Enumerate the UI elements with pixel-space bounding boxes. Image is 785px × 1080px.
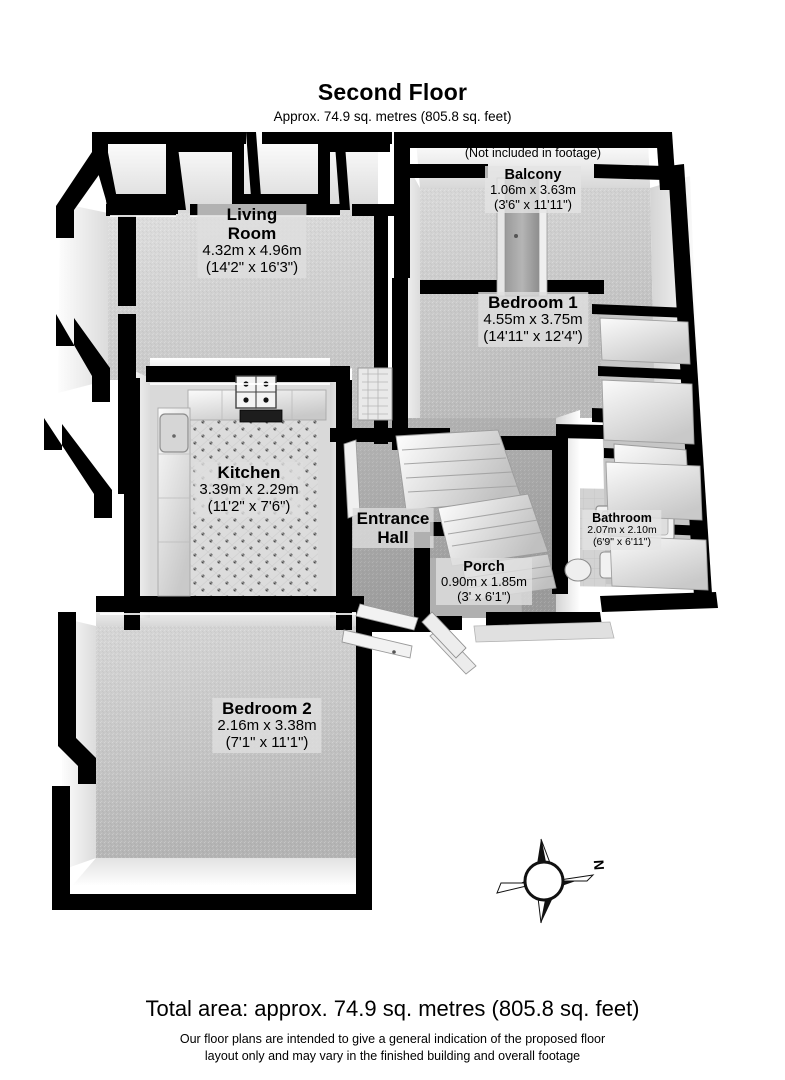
kitchen-north-wall bbox=[146, 366, 350, 382]
balcony-north-wall bbox=[406, 132, 672, 148]
bedroom2-west-wall bbox=[58, 612, 96, 784]
balcony-dims-imperial: (3'6" x 11'11") bbox=[493, 196, 573, 212]
disclaimer-line-2: layout only and may vary in the finished… bbox=[204, 1048, 581, 1063]
bathroom-wc-icon bbox=[564, 558, 592, 582]
living-west-wall-seg bbox=[56, 314, 110, 402]
porch-dims-imperial: (3' x 6'1") bbox=[457, 588, 511, 604]
living-room-name-line2: Room bbox=[227, 224, 277, 244]
room-label-bathroom: Bathroom 2.07m x 2.10m (6'9" x 6'11") bbox=[582, 510, 662, 550]
living-west-wall bbox=[56, 132, 108, 238]
room-label-living-room: Living Room 4.32m x 4.96m (14'2" x 16'3"… bbox=[197, 204, 307, 278]
room-label-bedroom-2: Bedroom 2 2.16m x 3.38m (7'1" x 11'1") bbox=[212, 698, 322, 753]
bathroom-dims-imperial: (6'9" x 6'11") bbox=[593, 535, 651, 548]
bathroom-dims-metric: 2.07m x 2.10m bbox=[587, 524, 657, 536]
kitchen-west-wall bbox=[124, 378, 140, 630]
room-label-balcony: Balcony 1.06m x 3.63m (3'6" x 11'11") bbox=[485, 166, 581, 214]
bedroom2-east-wall bbox=[356, 612, 372, 910]
porch-dims-metric: 0.90m x 1.85m bbox=[441, 574, 527, 590]
bedroom-2-dims-metric: 2.16m x 3.38m bbox=[217, 717, 317, 735]
kitchen-oven bbox=[239, 409, 283, 423]
living-north-wall-bars bbox=[96, 132, 392, 144]
bedroom-2-dims-imperial: (7'1" x 11'1") bbox=[225, 733, 309, 751]
kitchen-sink-icon bbox=[159, 413, 189, 453]
storage-divider-2 bbox=[598, 366, 694, 380]
bedroom-1-dims-imperial: (14'11" x 12'4") bbox=[483, 327, 583, 345]
living-north-wall bbox=[92, 132, 390, 214]
storage-divider-1 bbox=[592, 304, 690, 318]
bedroom2-south-wall bbox=[52, 894, 372, 910]
balcony-name: Balcony bbox=[504, 167, 562, 183]
bedroom2-west-wall-lower bbox=[52, 786, 70, 908]
kitchen-dims-metric: 3.39m x 2.29m bbox=[199, 481, 299, 499]
living-west-wall-top bbox=[118, 196, 136, 306]
entrance-hall-name-line1: Entrance bbox=[356, 509, 430, 528]
bedroom2-north-wall bbox=[96, 596, 364, 612]
kitchen-name: Kitchen bbox=[217, 463, 281, 482]
plan-header: Second Floor Approx. 74.9 sq. metres (80… bbox=[0, 79, 785, 125]
porch-door bbox=[421, 611, 467, 659]
entry-step bbox=[473, 621, 615, 643]
disclaimer-text: Our floor plans are intended to give a g… bbox=[0, 1031, 785, 1064]
right-storage-units bbox=[599, 317, 709, 591]
room-label-entrance-hall: Entrance Hall bbox=[352, 508, 434, 549]
floor-plan-drawing: Living Room 4.32m x 4.96m (14'2" x 16'3"… bbox=[0, 118, 785, 948]
bathroom-west-wall bbox=[552, 438, 568, 594]
compass-north-label: N bbox=[590, 859, 608, 871]
balcony-dims-metric: 1.06m x 3.63m bbox=[490, 182, 576, 198]
bedroom2-door bbox=[355, 603, 419, 631]
living-room-dims-imperial: (14'2" x 16'3") bbox=[205, 258, 299, 276]
room-label-bedroom-1: Bedroom 1 4.55m x 3.75m (14'11" x 12'4") bbox=[478, 292, 588, 347]
room-label-porch: Porch 0.90m x 1.85m (3' x 6'1") bbox=[436, 558, 532, 606]
balcony-footage-note: (Not included in footage) bbox=[464, 146, 602, 160]
building-south-wall-far-right bbox=[600, 592, 718, 612]
total-area-text: Total area: approx. 74.9 sq. metres (805… bbox=[145, 995, 640, 1021]
bedroom1-north-right-wall bbox=[594, 164, 664, 180]
porch-west-wall bbox=[414, 532, 430, 630]
bedroom2-south-wall-face bbox=[72, 858, 368, 886]
bedroom1-balcony-sill-left bbox=[420, 280, 502, 294]
bedroom-2-name: Bedroom 2 bbox=[222, 699, 312, 718]
bedroom-1-name: Bedroom 1 bbox=[488, 293, 578, 312]
balcony-west-wall bbox=[394, 132, 410, 278]
bedroom1-balcony-sill-right bbox=[540, 280, 604, 294]
page-title: Second Floor bbox=[317, 79, 468, 105]
staircase bbox=[395, 429, 557, 601]
bathroom-name: Bathroom bbox=[592, 511, 652, 525]
page-subtitle: Approx. 74.9 sq. metres (805.8 sq. feet) bbox=[273, 109, 512, 125]
kitchen-hob-icon bbox=[235, 375, 277, 409]
compass-rose-icon bbox=[496, 838, 595, 924]
plan-footer: Total area: approx. 74.9 sq. metres (805… bbox=[0, 996, 785, 1064]
room-label-kitchen: Kitchen 3.39m x 2.29m (11'2" x 7'6") bbox=[194, 462, 304, 517]
entrance-hall-name-line2: Hall bbox=[377, 528, 409, 548]
fixtures bbox=[157, 177, 709, 675]
living-room-window-unit bbox=[357, 367, 393, 421]
kitchen-dims-imperial: (11'2" x 7'6") bbox=[207, 497, 291, 515]
disclaimer-line-1: Our floor plans are intended to give a g… bbox=[179, 1032, 606, 1046]
living-room-name-line1: Living bbox=[226, 205, 278, 224]
bedroom1-west-wall bbox=[392, 278, 408, 448]
building-south-wall-right bbox=[486, 612, 602, 626]
living-west-wall-lower bbox=[44, 418, 112, 518]
bedroom1-north-left-wall bbox=[410, 164, 488, 178]
compass-rose: N bbox=[495, 831, 608, 931]
bedroom-1-dims-metric: 4.55m x 3.75m bbox=[483, 311, 583, 329]
porch-name: Porch bbox=[463, 559, 505, 575]
living-room-dims-metric: 4.32m x 4.96m bbox=[202, 242, 302, 260]
